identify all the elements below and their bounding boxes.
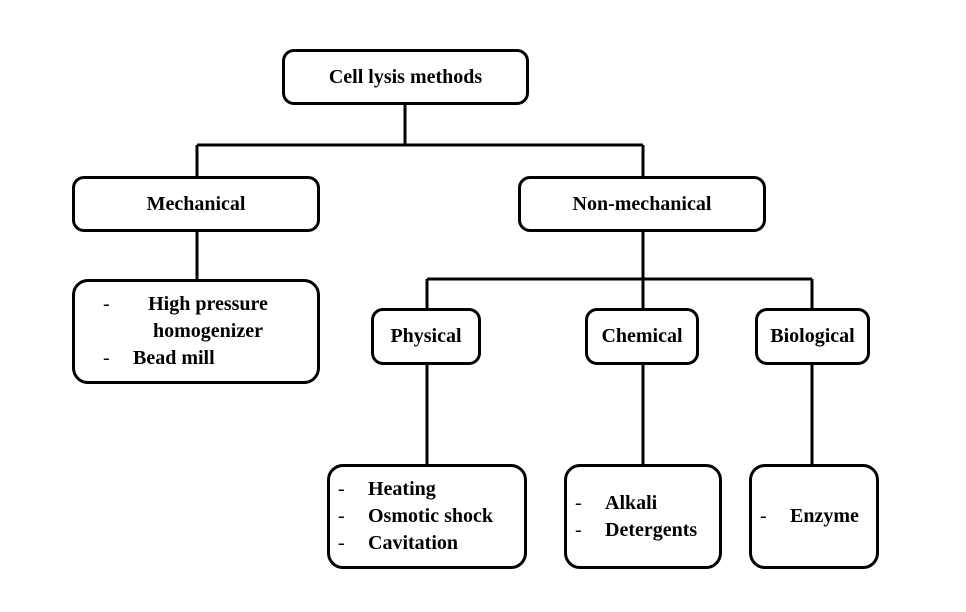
node-label: Physical	[390, 325, 462, 347]
item-text: Osmotic shock	[368, 505, 493, 527]
item-text: High pressure homogenizer	[148, 293, 268, 342]
list-item: - Bead mill	[103, 345, 317, 372]
node-physical: Physical	[371, 308, 481, 365]
list-item: - Enzyme	[760, 503, 876, 530]
bullet: -	[338, 505, 345, 527]
bullet: -	[760, 505, 767, 527]
bullet: -	[103, 293, 110, 315]
node-biological: Biological	[755, 308, 870, 365]
item-text: Bead mill	[133, 347, 215, 369]
node-label: Chemical	[601, 325, 683, 347]
list-item: -Detergents	[575, 517, 719, 544]
node-label: Mechanical	[146, 192, 246, 215]
node-label: Cell lysis methods	[328, 65, 483, 88]
bullet: -	[575, 491, 582, 514]
list-item: -Alkali	[575, 490, 719, 517]
list-item: - High pressure homogenizer	[103, 291, 317, 345]
list-item: - Osmotic shock	[338, 503, 524, 530]
node-non-mechanical: Non-mechanical	[518, 176, 766, 232]
list-item: - Cavitation	[338, 530, 524, 557]
biological-methods-list: - Enzyme	[749, 464, 879, 569]
bullet: -	[338, 532, 345, 554]
item-text: Enzyme	[790, 505, 859, 527]
item-text: Heating	[368, 478, 436, 500]
physical-methods-list: - Heating - Osmotic shock - Cavitation	[327, 464, 527, 569]
item-text: Detergents	[605, 518, 698, 541]
node-cell-lysis-methods: Cell lysis methods	[282, 49, 529, 105]
bullet: -	[103, 347, 110, 369]
mechanical-methods-list: - High pressure homogenizer - Bead mill	[72, 279, 320, 384]
bullet: -	[575, 518, 582, 541]
item-text: Alkali	[605, 491, 658, 514]
node-label: Non-mechanical	[572, 192, 712, 215]
chemical-methods-list: -Alkali -Detergents	[564, 464, 722, 569]
item-text: Cavitation	[368, 532, 458, 554]
node-label: Biological	[770, 325, 855, 347]
node-chemical: Chemical	[585, 308, 699, 365]
bullet: -	[338, 478, 345, 500]
list-item: - Heating	[338, 476, 524, 503]
node-mechanical: Mechanical	[72, 176, 320, 232]
